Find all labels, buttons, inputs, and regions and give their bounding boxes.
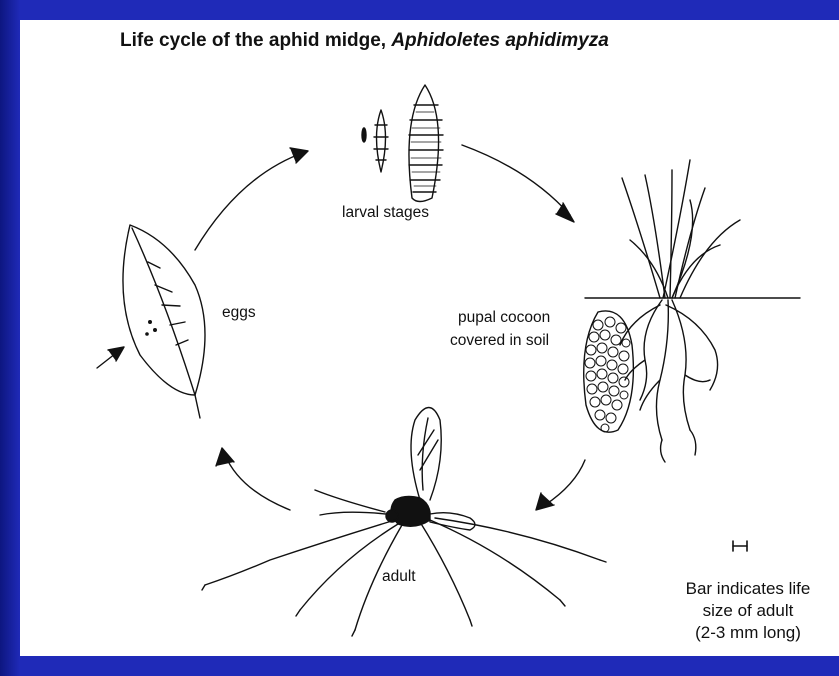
scale-note: Bar indicates life size of adult (2-3 mm… (668, 578, 828, 644)
cycle-arrow-pupa-to-adult (536, 460, 585, 510)
label-covered-in-soil: covered in soil (450, 332, 549, 350)
scale-note-line1: Bar indicates life (668, 578, 828, 600)
label-larval-stages: larval stages (342, 204, 429, 222)
scale-note-line2: size of adult (668, 600, 828, 622)
cycle-arrow-larva-to-pupa (462, 145, 574, 222)
larval-stages-drawing (362, 85, 443, 202)
scale-note-line3: (2-3 mm long) (668, 622, 828, 644)
label-eggs: eggs (222, 304, 256, 322)
arrow-into-leaf (97, 347, 124, 368)
pupal-cocoon-drawing (584, 311, 634, 432)
adult-midge-drawing (202, 408, 606, 637)
label-pupal-cocoon: pupal cocoon (458, 309, 550, 327)
scale-bar (733, 541, 747, 551)
label-adult: adult (382, 568, 416, 586)
cycle-arrow-adult-to-eggs (216, 448, 290, 510)
grass-plant-drawing (585, 160, 800, 462)
cycle-arrow-eggs-to-larva (195, 148, 308, 250)
leaf-with-eggs-drawing (123, 225, 205, 418)
